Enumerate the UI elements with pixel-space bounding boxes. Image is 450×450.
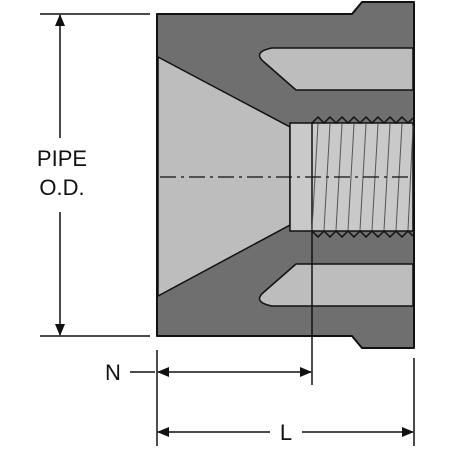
l-label: L: [280, 420, 292, 445]
bottom-core-slot: [258, 263, 414, 307]
top-core-slot: [258, 47, 414, 91]
pipe-od-label-line1: PIPE: [37, 146, 87, 171]
thread-top: [311, 115, 414, 125]
thread-bottom: [311, 229, 414, 239]
n-label: N: [105, 360, 121, 385]
pipe-od-label-line2: O.D.: [39, 175, 84, 200]
